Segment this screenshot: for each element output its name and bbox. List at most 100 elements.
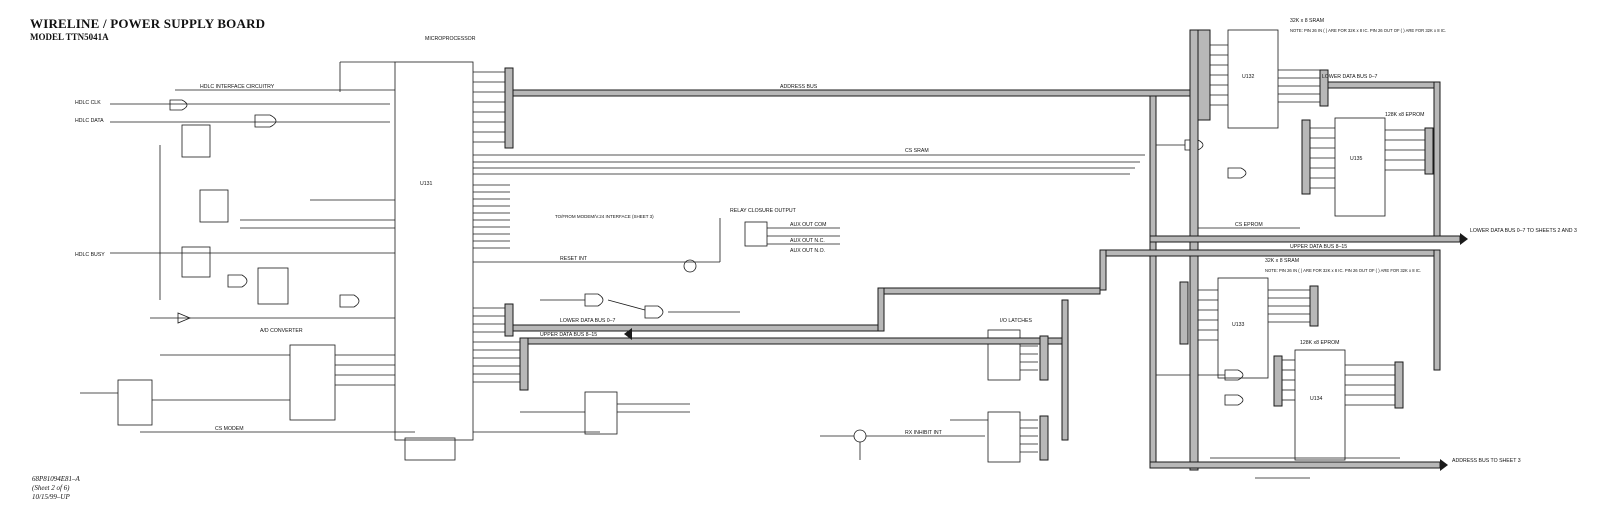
gate-u108a <box>227 274 248 288</box>
micro-modem-pins <box>473 184 510 249</box>
lower-data-bus-top <box>1319 81 1441 89</box>
label-sram-top: 32K x 8 SRAM <box>1290 18 1324 24</box>
revision-footer: 68P81094E81–A (Sheet 2 of 6) 10/15/99–UP <box>32 475 80 502</box>
lower-data-bus-out <box>1149 235 1461 243</box>
label-relay: RELAY CLOSURE OUTPUT <box>730 208 797 214</box>
address-bus-micro <box>504 67 514 149</box>
arrow-address-out <box>1440 459 1448 471</box>
upper-data-bus-mid <box>527 337 1069 345</box>
label-sram-bottom: 32K x 8 SRAM <box>1265 258 1299 264</box>
u112a-chip <box>257 267 289 305</box>
eprom-top-data <box>1424 127 1434 175</box>
sheet-number: (Sheet 2 of 6) <box>32 484 70 492</box>
lower-data-bus-mid <box>512 324 884 332</box>
u105-chip <box>584 391 618 435</box>
label-cs-sram: CS SRAM <box>905 148 929 154</box>
arrow-lower-data-out <box>1460 233 1468 245</box>
label-hdlc-busy: HDLC BUSY <box>75 252 105 258</box>
label-hdlc-section: HDLC INTERFACE CIRCUITRY <box>200 84 275 90</box>
ad-converter-chip <box>289 344 336 421</box>
label-u131: U131 <box>420 181 433 187</box>
micro-address-pins <box>473 71 505 143</box>
gate-u122a <box>1227 167 1247 179</box>
label-microprocessor: MICROPROCESSOR <box>425 36 476 42</box>
label-upper-data-bus: UPPER DATA BUS 8–15 <box>1290 244 1347 250</box>
sram-u132-pins <box>1210 44 1320 106</box>
label-address-bus-sheet3: ADDRESS BUS TO SHEET 3 <box>1452 458 1521 464</box>
gate-u106a <box>584 293 604 307</box>
gate-u108c <box>254 114 277 128</box>
label-aux-out-nc: AUX OUT N.C. <box>790 238 825 244</box>
label-lower-data-bus: LOWER DATA BUS 0–7 <box>1322 74 1378 80</box>
u113a-chip <box>199 189 229 223</box>
gate-u128b <box>1224 369 1244 381</box>
relay-k100 <box>744 221 768 247</box>
upper-data-bus-right <box>1433 249 1441 371</box>
label-aux-out-no: AUX OUT N.O. <box>790 248 825 254</box>
label-rx-inhibit: RX INHIBIT INT <box>905 430 943 436</box>
eprom-u135 <box>1334 117 1386 217</box>
label-hdlc-data: HDLC DATA <box>75 118 104 124</box>
latch-bus-2 <box>1039 415 1049 461</box>
label-address-bus: ADDRESS BUS <box>780 84 818 90</box>
u113b2-chip <box>181 246 211 278</box>
label-cs-modem: CS MODEM <box>215 426 244 432</box>
eprom-top-addr <box>1301 119 1311 195</box>
schematic-title: WIRELINE / POWER SUPPLY BOARD <box>30 16 266 31</box>
label-io-latches: I/O LATCHES <box>1000 318 1032 324</box>
label-ad-converter: A/D CONVERTER <box>260 328 303 334</box>
label-eprom-bottom: 128K x8 EPROM <box>1300 340 1340 346</box>
latch-u120 <box>987 329 1021 381</box>
latch-bus-1 <box>1039 335 1049 381</box>
eprom-bottom-addr <box>1273 355 1283 407</box>
label-reset-int: RESET INT <box>560 256 588 262</box>
buffer-u110c <box>177 312 192 324</box>
note-sram-top: NOTE: PIN 26 IN ( ) ARE FOR 32K x 8 IC. … <box>1290 28 1446 33</box>
label-u132: U132 <box>1242 74 1255 80</box>
latch-outputs <box>1020 337 1038 453</box>
sram-bottom-data <box>1309 285 1319 327</box>
crystal-block <box>404 437 456 461</box>
lower-data-bus-link <box>883 287 1101 295</box>
address-bus-vertical <box>1149 95 1157 467</box>
sram-u133-pins <box>1195 289 1310 341</box>
lower-data-bus-right <box>1433 81 1441 243</box>
model-number: MODEL TTN5041A <box>30 32 109 42</box>
revision-date: 10/15/99–UP <box>32 493 70 501</box>
bus-arrows <box>624 233 1468 471</box>
eprom-u134 <box>1294 349 1346 461</box>
gate-u108d <box>339 294 360 308</box>
bus-network <box>504 29 1461 471</box>
address-bus-main <box>512 89 1194 97</box>
microprocessor-u131 <box>394 61 474 441</box>
label-u133: U133 <box>1232 322 1245 328</box>
gate-u107b <box>644 305 664 319</box>
address-bus-out <box>1149 461 1441 469</box>
eprom-u135-pins <box>1310 127 1425 189</box>
reset-link <box>607 299 646 311</box>
gate-u109c <box>169 99 188 111</box>
address-bus-sram-tap <box>1197 29 1211 121</box>
eprom-bottom-data <box>1394 361 1404 409</box>
sram-u132 <box>1227 29 1279 129</box>
upper-data-bus-top <box>1099 249 1441 257</box>
label-eprom-top: 128K x8 EPROM <box>1385 112 1425 118</box>
latch-u121 <box>987 411 1021 463</box>
label-lower-data-bus-mid: LOWER DATA BUS 0–7 <box>560 318 616 324</box>
sram-u133 <box>1217 277 1269 379</box>
gate-u125b <box>1224 394 1244 406</box>
upper-data-bus-drop <box>1099 249 1107 291</box>
u133-left-chip <box>117 379 153 426</box>
lower-data-bus-rise <box>877 287 885 332</box>
lower-data-bus-micro <box>504 303 514 337</box>
arrow-data-left <box>624 328 632 340</box>
label-aux-out-com: AUX OUT COM <box>790 222 827 228</box>
label-u134: U134 <box>1310 396 1323 402</box>
label-hdlc-clk: HDLC CLK <box>75 100 101 106</box>
label-upper-data-bus-mid: UPPER DATA BUS 8–15 <box>540 332 597 338</box>
label-cs-eprom: CS EPROM <box>1235 222 1263 228</box>
label-u135: U135 <box>1350 156 1363 162</box>
upper-data-bus-micro <box>519 337 529 391</box>
sram-top-data <box>1319 69 1329 107</box>
